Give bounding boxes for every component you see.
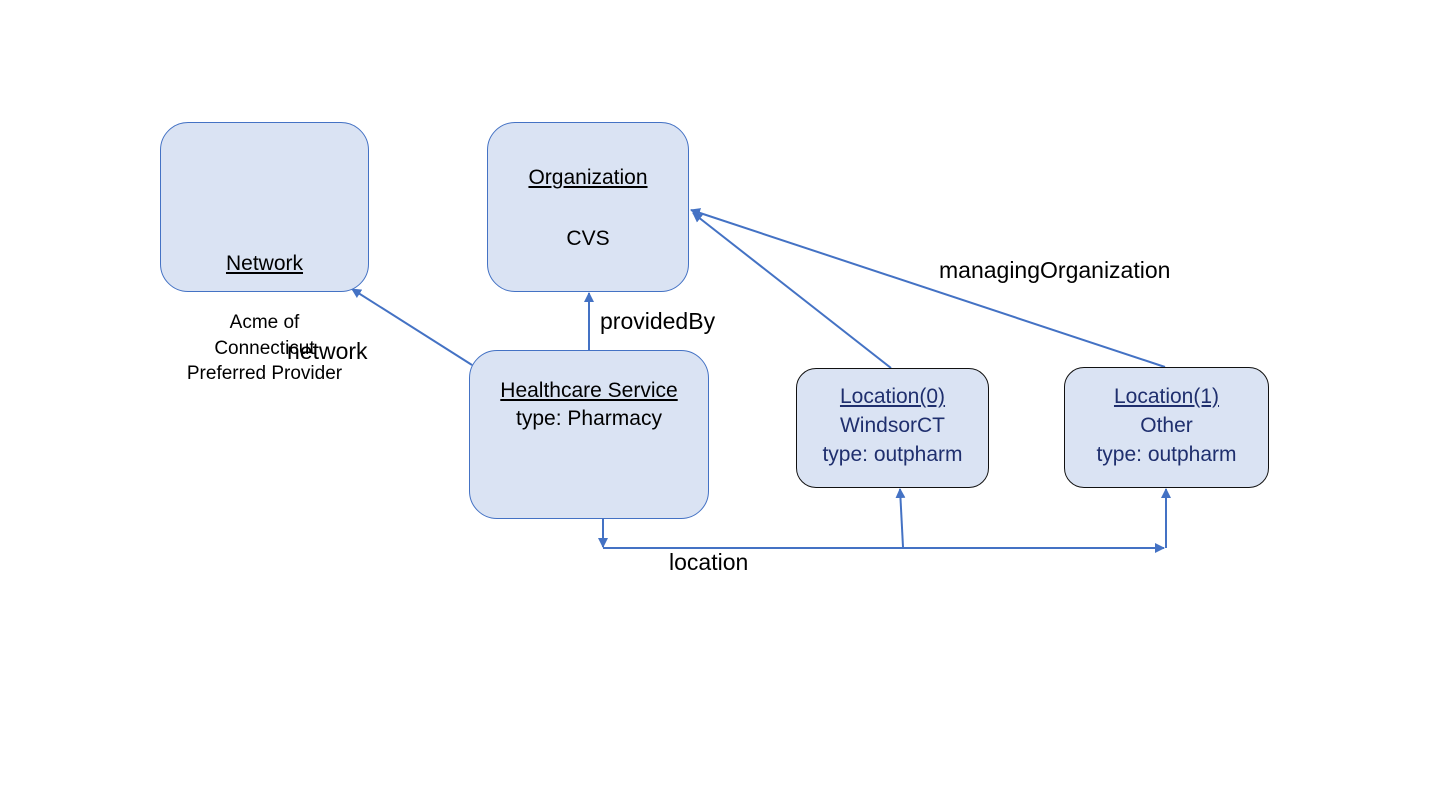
location-1-node-line: type: outpharm <box>1096 442 1237 466</box>
location-edge-label: location <box>669 549 749 575</box>
healthcare-service-node-line: type: Pharmacy <box>516 407 662 430</box>
location-1-node-title: Location(1) <box>1113 384 1220 408</box>
location-0-node-line: WindsorCT <box>839 414 945 437</box>
network-node-line: Preferred Provider <box>186 363 343 384</box>
location-1-node-line: Other <box>1140 413 1193 437</box>
healthcare-service-node: Healthcare Service type: Pharmacy <box>469 350 709 519</box>
location-1-node: Location(1) Other type: outpharm <box>1064 367 1269 488</box>
location-0-node-title: Location(0) <box>839 385 946 408</box>
provided-by-edge-label: providedBy <box>600 308 716 334</box>
network-node-line: Connecticut <box>214 337 315 359</box>
managing-organization-arrow-loc0 <box>692 212 892 369</box>
healthcare-service-node-title: Healthcare Service <box>500 379 678 402</box>
managing-organization-edge-label: managingOrganization <box>939 257 1171 283</box>
location-0-node-line: type: outpharm <box>822 443 963 466</box>
network-arrow <box>351 288 473 366</box>
network-node-title: Network <box>225 252 304 275</box>
location-0-node: Location(0) WindsorCT type: outpharm <box>796 368 989 488</box>
managing-organization-arrow-loc1 <box>690 208 1166 368</box>
organization-node-line: CVS <box>566 227 610 250</box>
network-edge-label: network <box>287 338 368 364</box>
network-node-body: Acme of Connecticut Preferred Provider <box>187 310 342 387</box>
organization-node-title: Organization <box>528 166 648 189</box>
network-node: Network Acme of Connecticut Preferred Pr… <box>160 122 369 384</box>
location-arrow-loc0 <box>895 488 906 548</box>
organization-node: Organization CVS <box>487 122 689 292</box>
network-node-line: Acme of <box>229 312 300 333</box>
